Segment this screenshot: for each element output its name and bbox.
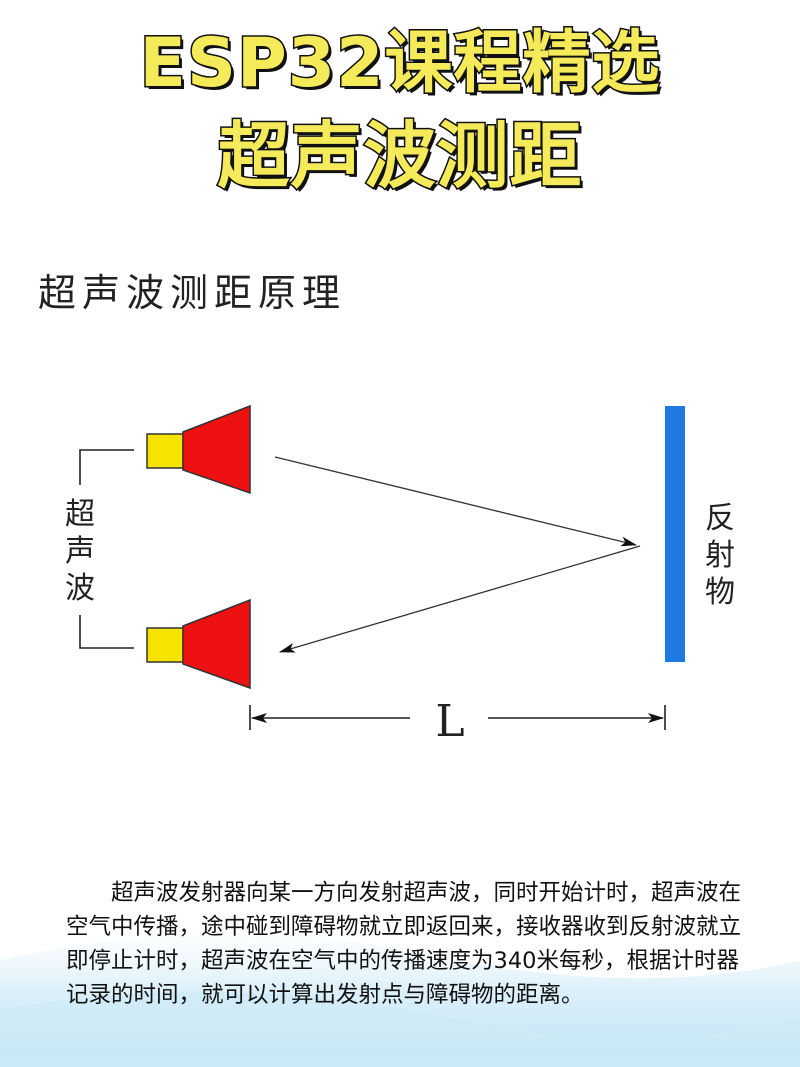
emitter-block [146,433,184,469]
reflector-bar [665,406,685,662]
distance-label: L [435,696,464,747]
bracket-line [79,615,134,649]
reflector-label: 反 射 物 [702,500,738,611]
label-char: 波 [65,571,95,606]
label-char: 超 [65,497,95,532]
description-text: 超声波发射器向某一方向发射超声波，同时开始计时，超声波在空气中传播，途中碰到障碍… [66,880,742,1008]
background-wave [0,931,800,1067]
emitter-horn [182,404,251,495]
bracket-line [79,449,134,485]
label-char: 声 [65,534,95,569]
reflected-wave-arrow [279,545,641,653]
receiver-horn [182,598,251,690]
emitted-wave-arrow [274,456,637,547]
label-char: 反 [705,501,735,536]
ultrasonic-diagram: L [79,404,685,747]
label-char: 射 [705,538,735,573]
title-line-1: ESP32课程精选 [138,23,661,105]
ultrasonic-label: 超 声 波 [62,496,98,607]
label-char: 物 [705,575,735,610]
title-line-2: 超声波测距 [216,113,583,200]
section-title: 超声波测距原理 [38,271,347,315]
receiver-block [146,627,184,663]
